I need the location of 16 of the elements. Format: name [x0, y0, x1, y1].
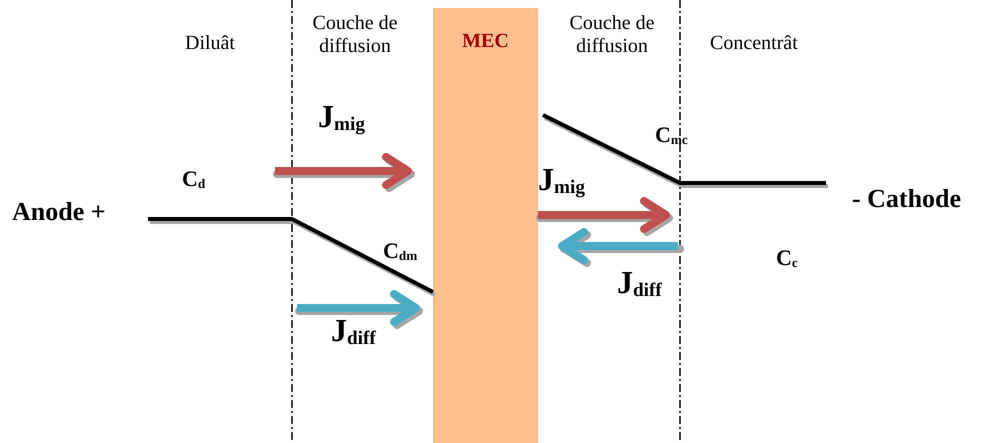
flux-label: J$_{mig}$ — [318, 98, 365, 136]
flux-label: J$_{diff}$ — [617, 264, 662, 302]
flux-label: J$_{mig}$ — [538, 161, 585, 199]
region-label: Diluât — [185, 32, 235, 55]
region-label: Couche de diffusion — [568, 12, 656, 58]
membrane-band — [433, 8, 538, 443]
concentration-label: C$_{c}$ — [776, 245, 798, 270]
region-label: Couche de diffusion — [312, 12, 398, 58]
electrode-label: - Cathode — [852, 184, 962, 214]
membrane-label: MEC — [462, 30, 509, 54]
concentration-label: C$_{dm}$ — [383, 238, 418, 264]
region-label: Concentrât — [710, 32, 798, 55]
electrode-label: Anode + — [12, 197, 106, 227]
flux-label: J$_{diff}$ — [331, 312, 376, 350]
concentration-label: C$_{mc}$ — [655, 122, 688, 148]
concentration-label: C$_{d}$ — [182, 166, 206, 192]
